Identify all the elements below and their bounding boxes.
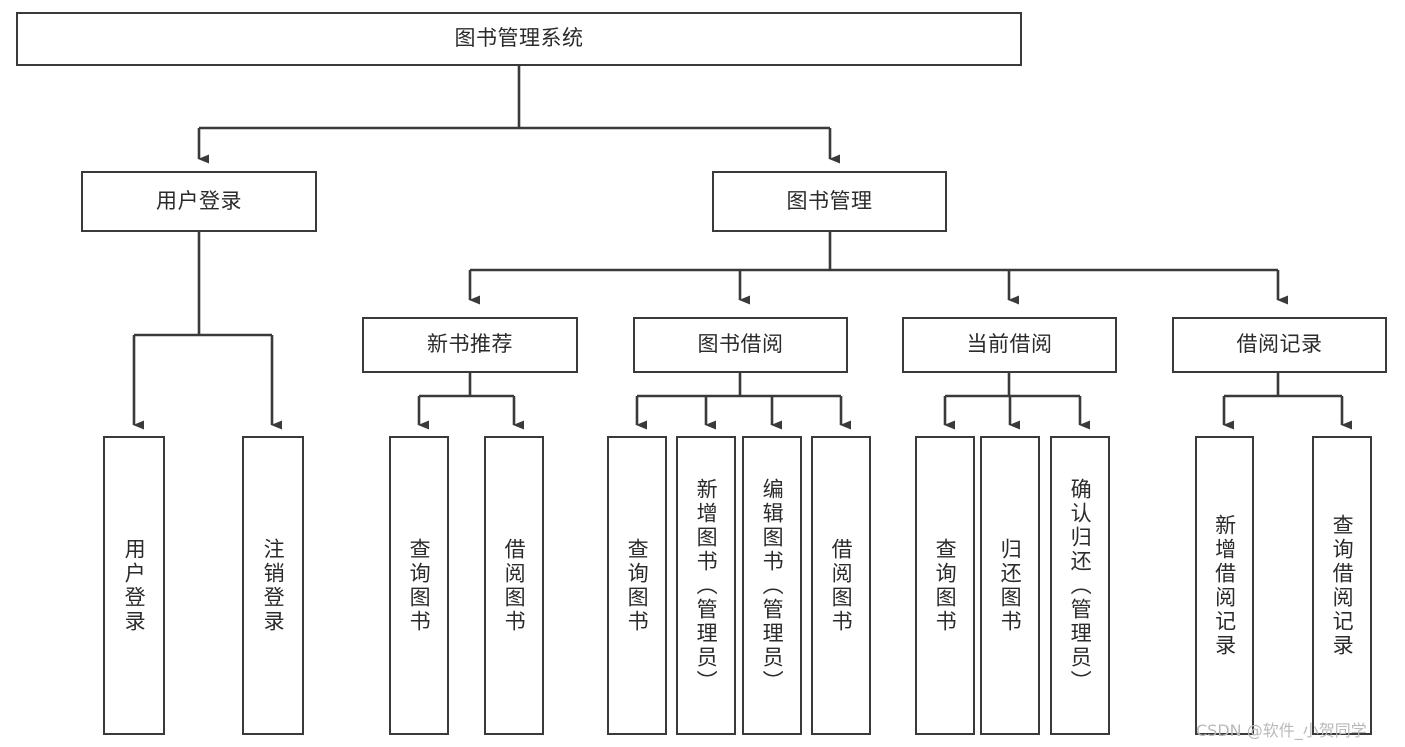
node-leaf-edit-book-admin[interactable]: 编辑图书（管理员） bbox=[742, 436, 802, 735]
node-leaf-user-login[interactable]: 用户登录 bbox=[103, 436, 165, 735]
node-book-management-label: 图书管理 bbox=[786, 188, 873, 213]
node-leaf-confirm-return-admin[interactable]: 确认归还（管理员） bbox=[1050, 436, 1110, 735]
node-new-book-recommend[interactable]: 新书推荐 bbox=[362, 317, 578, 373]
node-user-login[interactable]: 用户登录 bbox=[81, 171, 317, 232]
node-leaf-logout-label: 注销登录 bbox=[261, 537, 286, 634]
node-leaf-borrow-book-1-label: 借阅图书 bbox=[502, 537, 527, 634]
node-leaf-query-book-1[interactable]: 查询图书 bbox=[389, 436, 449, 735]
node-leaf-query-borrow-record[interactable]: 查询借阅记录 bbox=[1312, 436, 1372, 735]
node-leaf-borrow-book-2[interactable]: 借阅图书 bbox=[811, 436, 871, 735]
node-current-borrow[interactable]: 当前借阅 bbox=[902, 317, 1117, 373]
node-leaf-query-borrow-record-label: 查询借阅记录 bbox=[1330, 513, 1355, 658]
csdn-watermark: CSDN @软件_小贺同学 bbox=[1196, 721, 1367, 740]
node-leaf-edit-book-admin-label: 编辑图书（管理员） bbox=[760, 477, 785, 694]
node-root-system[interactable]: 图书管理系统 bbox=[16, 12, 1022, 66]
node-leaf-user-login-label: 用户登录 bbox=[122, 537, 147, 634]
node-leaf-query-book-3-label: 查询图书 bbox=[933, 537, 958, 634]
node-user-login-label: 用户登录 bbox=[156, 188, 242, 213]
node-borrow-record[interactable]: 借阅记录 bbox=[1172, 317, 1387, 373]
node-leaf-borrow-book-2-label: 借阅图书 bbox=[829, 537, 854, 634]
node-leaf-borrow-book-1[interactable]: 借阅图书 bbox=[484, 436, 544, 735]
node-leaf-query-book-2-label: 查询图书 bbox=[625, 537, 650, 634]
node-borrow-record-label: 借阅记录 bbox=[1236, 332, 1323, 357]
node-leaf-query-book-3[interactable]: 查询图书 bbox=[915, 436, 975, 735]
node-leaf-confirm-return-admin-label: 确认归还（管理员） bbox=[1068, 477, 1093, 694]
node-leaf-add-book-admin-label: 新增图书（管理员） bbox=[694, 477, 719, 694]
node-book-borrow[interactable]: 图书借阅 bbox=[633, 317, 848, 373]
node-new-book-recommend-label: 新书推荐 bbox=[427, 332, 513, 357]
node-current-borrow-label: 当前借阅 bbox=[966, 332, 1053, 357]
node-leaf-return-book[interactable]: 归还图书 bbox=[980, 436, 1040, 735]
node-leaf-add-book-admin[interactable]: 新增图书（管理员） bbox=[676, 436, 736, 735]
node-leaf-logout[interactable]: 注销登录 bbox=[242, 436, 304, 735]
node-leaf-query-book-1-label: 查询图书 bbox=[407, 537, 432, 634]
node-leaf-query-book-2[interactable]: 查询图书 bbox=[607, 436, 667, 735]
node-leaf-add-borrow-record-label: 新增借阅记录 bbox=[1212, 513, 1237, 658]
node-root-system-label: 图书管理系统 bbox=[454, 26, 584, 51]
node-leaf-add-borrow-record[interactable]: 新增借阅记录 bbox=[1195, 436, 1254, 735]
node-book-borrow-label: 图书借阅 bbox=[697, 332, 784, 357]
node-book-management[interactable]: 图书管理 bbox=[712, 171, 947, 232]
node-leaf-return-book-label: 归还图书 bbox=[998, 537, 1023, 634]
